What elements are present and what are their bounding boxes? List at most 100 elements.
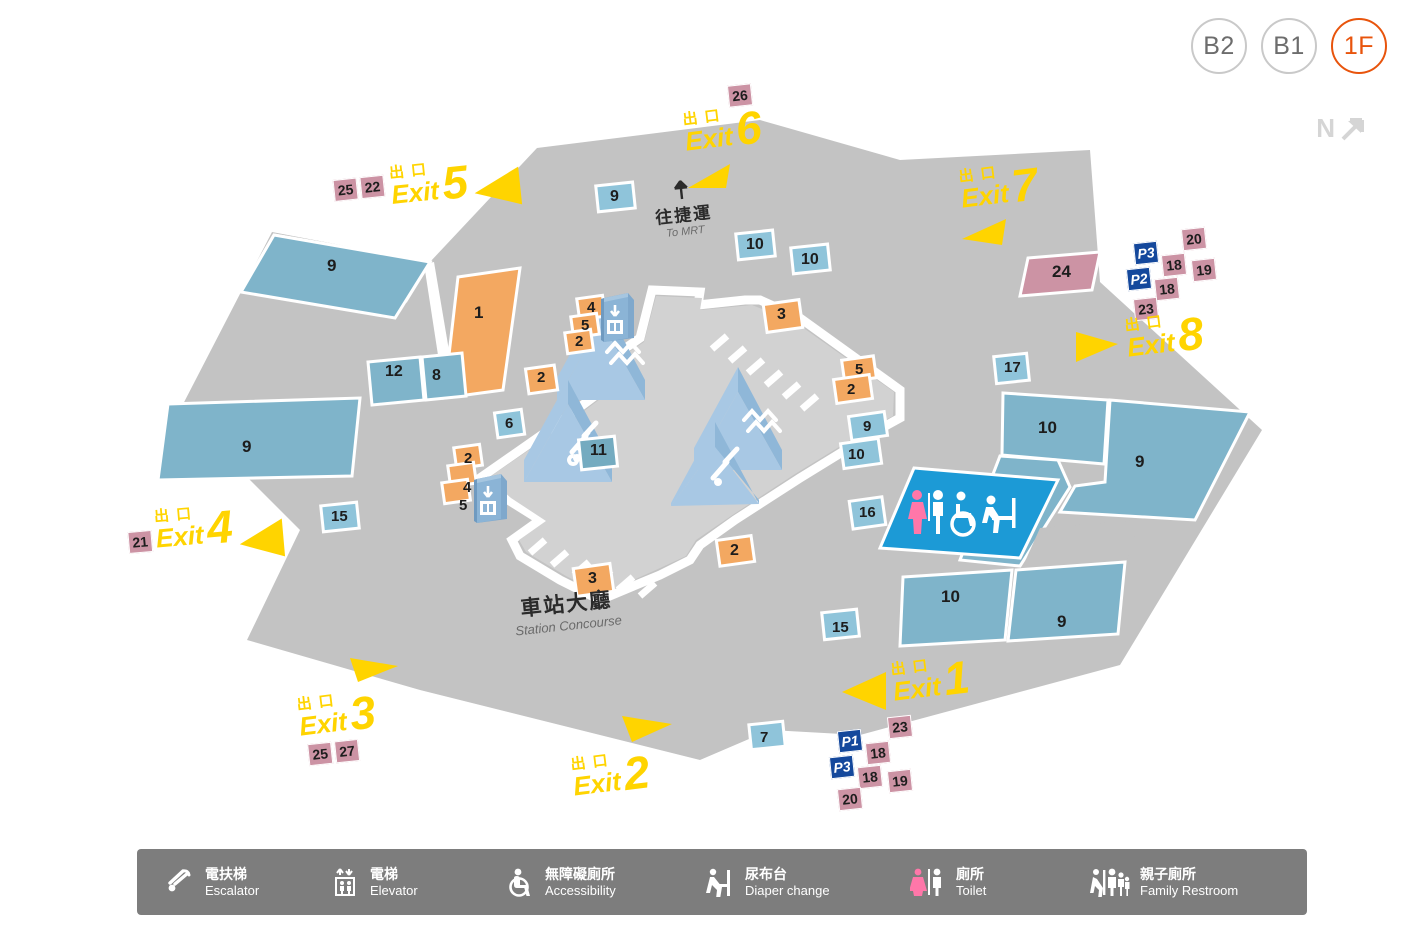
exit-1-number: 1	[940, 650, 973, 706]
exit-3-en: Exit	[297, 705, 349, 742]
tile-4-left	[440, 477, 473, 506]
tile-9-e	[1057, 398, 1253, 522]
floor-button-b1[interactable]: B1	[1261, 18, 1317, 74]
legend-diaper: 尿布台 Diaper change	[705, 866, 910, 899]
legend-toilet-cjk: 廁所	[956, 865, 984, 882]
tile-2-elev	[563, 327, 596, 356]
west-blocks	[156, 233, 522, 482]
legend-family-en: Family Restroom	[1140, 882, 1239, 898]
tile-24	[1018, 250, 1102, 298]
exit-1-arrow-icon	[842, 672, 886, 710]
tile-10-e	[1000, 391, 1110, 466]
tile-3-top	[761, 297, 805, 335]
exit-1-en: Exit	[891, 670, 943, 707]
tile-16	[847, 495, 888, 531]
family-restroom-icon	[1090, 867, 1130, 897]
exit-7-number: 7	[1008, 157, 1041, 213]
exit-5[interactable]: 25 22 出口 Exit 5	[332, 152, 527, 226]
exit-8-badge-18a: 18	[1160, 252, 1188, 278]
exit-6-number: 6	[732, 100, 765, 156]
legend-escalator: 電扶梯 Escalator	[165, 866, 330, 899]
legend-toilet-en: Toilet	[956, 882, 987, 898]
exit-5-number: 5	[439, 155, 471, 210]
toilet-female-icon	[908, 490, 927, 534]
tile-7	[747, 719, 787, 752]
exit-7-en: Exit	[959, 177, 1011, 214]
restroom-zone[interactable]	[0, 0, 1409, 840]
exit-2-number: 2	[620, 745, 653, 801]
exit-4-arrow-icon	[240, 518, 286, 557]
exit-3[interactable]: 出口 Exit 3 25 27	[296, 652, 408, 767]
tile-11	[576, 434, 620, 472]
tile-9-se	[1006, 560, 1127, 643]
exit-6[interactable]: 26 出口 Exit 6	[682, 83, 765, 195]
exit-6-arrow-icon	[688, 164, 730, 188]
exit-8-number: 8	[1174, 306, 1207, 362]
compass-north-label: N	[1316, 113, 1335, 143]
legend-accessible: 無障礙廁所 Accessibility	[505, 866, 705, 899]
legend-toilet: 廁所 Toilet	[910, 866, 1090, 899]
diaper-change-icon	[982, 495, 1016, 533]
elevator-group[interactable]	[0, 0, 1409, 840]
tile-15-se	[820, 607, 862, 642]
map-stage: 9 9 1 12 8 6 15 4 5 2 2 4 5 2 11 3 3 2 5…	[0, 0, 1409, 840]
exit-1-badge-18b: 18	[856, 764, 884, 790]
tile-9-top	[594, 180, 637, 214]
exit-4-badge-21: 21	[127, 529, 154, 554]
legend-escalator-en: Escalator	[205, 882, 260, 898]
legend-bar: 電扶梯 Escalator 電梯 Elevator	[137, 849, 1307, 915]
tile-9-right	[846, 409, 890, 443]
exit-1-badge-23: 23	[886, 714, 914, 740]
exit-3-number: 3	[346, 685, 379, 741]
legend-elevator-en: Elevator	[370, 882, 418, 898]
elevator-icon	[330, 867, 360, 897]
to-mrt-label: 往捷運 To MRT	[625, 172, 741, 243]
exit-5-arrow-icon	[474, 166, 523, 205]
elevator-west	[474, 474, 507, 523]
tile-10-right	[838, 436, 884, 471]
legend-diaper-cjk: 尿布台	[745, 865, 787, 882]
exit-4[interactable]: 21 出口 Exit 4	[126, 498, 292, 574]
diaper-change-icon	[705, 867, 735, 897]
floor-button-b2[interactable]: B2	[1191, 18, 1247, 74]
exit-8-en: Exit	[1125, 326, 1177, 363]
exit-8-arrow-icon	[1076, 332, 1118, 362]
exit-7-arrow-icon	[962, 219, 1006, 245]
exit-5-badge-22: 22	[359, 174, 386, 200]
exit-1-badge-p1: P1	[836, 728, 864, 754]
toilet-icon	[910, 867, 946, 897]
exit-8-badge-p3: P3	[1132, 240, 1160, 266]
escalator-icon	[165, 869, 195, 895]
exit-1-badge-20: 20	[836, 786, 864, 812]
exit-8[interactable]: 20 P3 18 19 P2 18 23 出口 Exit 8	[1072, 226, 1232, 364]
tile-17	[992, 351, 1032, 386]
exit-4-number: 4	[204, 500, 235, 555]
exit-3-badge-25: 25	[307, 741, 334, 767]
exit-1[interactable]: 出口 Exit 1 23 P1 18 P3 18 19 20	[828, 650, 1008, 812]
floor-selector: B2 B1 1F	[1191, 18, 1387, 74]
tile-10-se	[898, 568, 1014, 648]
exit-8-badge-p2: P2	[1125, 266, 1153, 292]
exit-6-en: Exit	[683, 120, 735, 157]
tile-2-bot	[714, 533, 757, 568]
exit-7[interactable]: 出口 Exit 7	[958, 157, 1041, 252]
exit-2-en: Exit	[571, 765, 623, 802]
tile-8	[420, 351, 468, 402]
wheelchair-icon	[505, 867, 535, 897]
tile-w-9	[156, 396, 362, 482]
grey-filler-se	[1023, 520, 1140, 566]
legend-family: 親子廁所 Family Restroom	[1090, 866, 1290, 899]
tile-3-bot	[571, 561, 616, 599]
exit-5-badge-25: 25	[332, 177, 359, 202]
legend-escalator-cjk: 電扶梯	[205, 865, 247, 882]
legend-accessible-en: Accessibility	[545, 882, 616, 898]
tile-2-mid	[523, 363, 560, 396]
tile-15-left	[319, 500, 361, 534]
tile-12	[366, 355, 426, 407]
floor-button-1f[interactable]: 1F	[1331, 18, 1387, 74]
legend-elevator: 電梯 Elevator	[330, 866, 505, 899]
tile-10-topb	[789, 242, 832, 276]
exit-2[interactable]: 出口 Exit 2	[570, 712, 680, 801]
compass: N	[1316, 112, 1371, 144]
legend-family-cjk: 親子廁所	[1140, 865, 1196, 882]
